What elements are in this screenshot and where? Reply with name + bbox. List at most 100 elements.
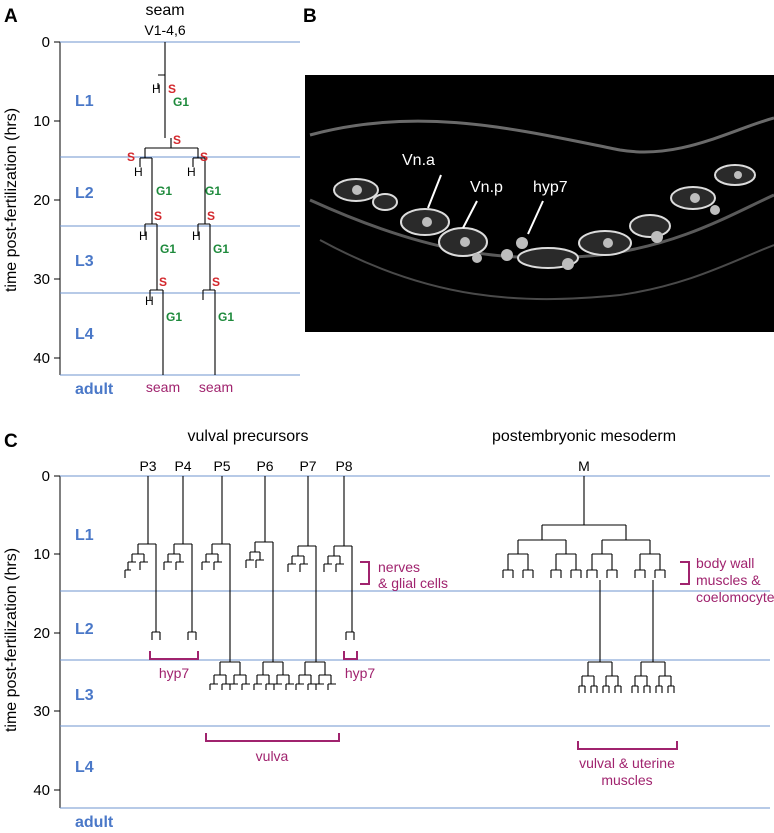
stage-label-l1: L1 <box>75 93 94 110</box>
precursor-label-m: M <box>578 458 590 474</box>
vulval-precursor-lineage-tree <box>124 476 355 690</box>
stage-label-l2: L2 <box>75 621 94 638</box>
nucleus <box>562 258 574 270</box>
panel-c-tick-label: 30 <box>33 703 50 720</box>
precursor-label-p7: P7 <box>299 458 316 474</box>
panel-a-y-axis-label: time post-fertilization (hrs) <box>3 108 20 292</box>
panel-c-title-vulval: vulval precursors <box>188 428 309 445</box>
nucleus <box>516 237 528 249</box>
nucleus <box>603 238 613 248</box>
h-event-label: H <box>134 165 143 179</box>
fate-seam-label: seam <box>199 379 233 395</box>
precursor-label-p6: P6 <box>256 458 273 474</box>
stage-label-l2: L2 <box>75 185 94 202</box>
panel-b-letter: B <box>303 6 317 27</box>
stage-label-l4: L4 <box>75 326 94 343</box>
fate-hyp7-right-label: hyp7 <box>345 665 376 681</box>
h-event-label: H <box>145 294 154 308</box>
precursor-label-p5: P5 <box>213 458 230 474</box>
panel-c-tick-label: 10 <box>33 546 50 563</box>
g1-label: G1 <box>213 242 229 256</box>
pointer-line <box>462 200 478 229</box>
panel-a-tick-label: 10 <box>33 113 50 130</box>
nucleus <box>460 237 470 247</box>
precursor-label-p3: P3 <box>139 458 156 474</box>
pointer-line <box>527 200 544 235</box>
h-event-label: H <box>192 229 201 243</box>
panel-a-tick-label: 0 <box>42 34 50 51</box>
h-event-label: H <box>187 165 196 179</box>
fate-glial-label: & glial cells <box>378 575 448 591</box>
h-event-label: H <box>139 229 148 243</box>
stage-label-l3: L3 <box>75 253 94 270</box>
division-s-label: S <box>173 133 181 147</box>
stage-label-l4: L4 <box>75 759 94 776</box>
fate-vu-muscles-label: muscles <box>601 772 652 788</box>
pointer-line <box>427 174 442 209</box>
fate-seam-label: seam <box>146 379 180 395</box>
precursor-label-p4: P4 <box>174 458 191 474</box>
nucleus <box>710 205 720 215</box>
fate-vu-muscles-label: vulval & uterine <box>579 755 675 771</box>
stage-label-adult: adult <box>75 814 114 831</box>
g1-label: G1 <box>173 95 189 109</box>
g1-label: G1 <box>166 310 182 324</box>
panel-c: C vulval precursors postembryonic mesode… <box>3 428 774 831</box>
micrograph-label-vna: Vn.a <box>402 152 435 169</box>
micrograph-label-vnp: Vn.p <box>470 179 503 196</box>
panel-c-tick-label: 20 <box>33 625 50 642</box>
division-s-label: S <box>159 275 167 289</box>
fate-coelomocytes-label: coelomocytes <box>696 589 774 605</box>
nerves-bracket <box>360 561 370 585</box>
fate-vulva-label: vulva <box>256 748 289 764</box>
nuclei <box>352 171 742 270</box>
cuticle-band <box>309 193 774 260</box>
h-event-label: H <box>152 82 161 96</box>
panel-a-tick-label: 20 <box>33 192 50 209</box>
cuticle-band <box>319 239 774 301</box>
nucleus <box>690 193 700 203</box>
division-s-label: S <box>154 209 162 223</box>
nucleus <box>501 249 513 261</box>
panel-a-tick-label: 30 <box>33 271 50 288</box>
precursor-label-p8: P8 <box>335 458 352 474</box>
panel-c-tick-label: 40 <box>33 782 50 799</box>
panel-a-letter: A <box>4 6 18 27</box>
seam-cell <box>629 214 671 238</box>
panel-c-letter: C <box>4 431 18 452</box>
stage-label-l1: L1 <box>75 527 94 544</box>
g1-label: G1 <box>205 184 221 198</box>
fate-nerves-label: nerves <box>378 559 420 575</box>
g1-label: G1 <box>160 242 176 256</box>
nucleus <box>352 185 362 195</box>
m-lineage-tree <box>502 476 675 693</box>
body-wall-bracket <box>680 561 690 585</box>
g1-label: G1 <box>218 310 234 324</box>
division-s-label: S <box>200 150 208 164</box>
hyp7-right-bracket <box>343 651 358 660</box>
micrograph-label-hyp7: hyp7 <box>533 179 568 196</box>
g1-label: G1 <box>156 184 172 198</box>
seam-cell <box>372 193 398 211</box>
cuticle-band <box>309 116 774 154</box>
panel-c-y-axis-label: time post-fertilization (hrs) <box>3 548 20 732</box>
stage-label-l3: L3 <box>75 687 94 704</box>
vu-muscles-bracket <box>577 741 678 750</box>
division-s-label: S <box>207 209 215 223</box>
fate-body-wall-label: muscles & <box>696 572 761 588</box>
panel-a-title: seam <box>145 2 184 19</box>
division-s-label: S <box>168 82 176 96</box>
nucleus <box>734 171 742 179</box>
panel-b: B <box>303 6 774 332</box>
seam-founder-label: V1-4,6 <box>144 22 185 38</box>
seam-lineage-tree <box>139 42 216 375</box>
vulva-bracket <box>205 733 340 742</box>
nucleus <box>422 217 432 227</box>
panel-c-tick-label: 0 <box>42 468 50 485</box>
fate-body-wall-label: body wall <box>696 555 754 571</box>
panel-c-title-mesoderm: postembryonic mesoderm <box>492 428 676 445</box>
nucleus <box>472 253 482 263</box>
division-s-label: S <box>212 275 220 289</box>
stage-label-adult: adult <box>75 381 114 398</box>
